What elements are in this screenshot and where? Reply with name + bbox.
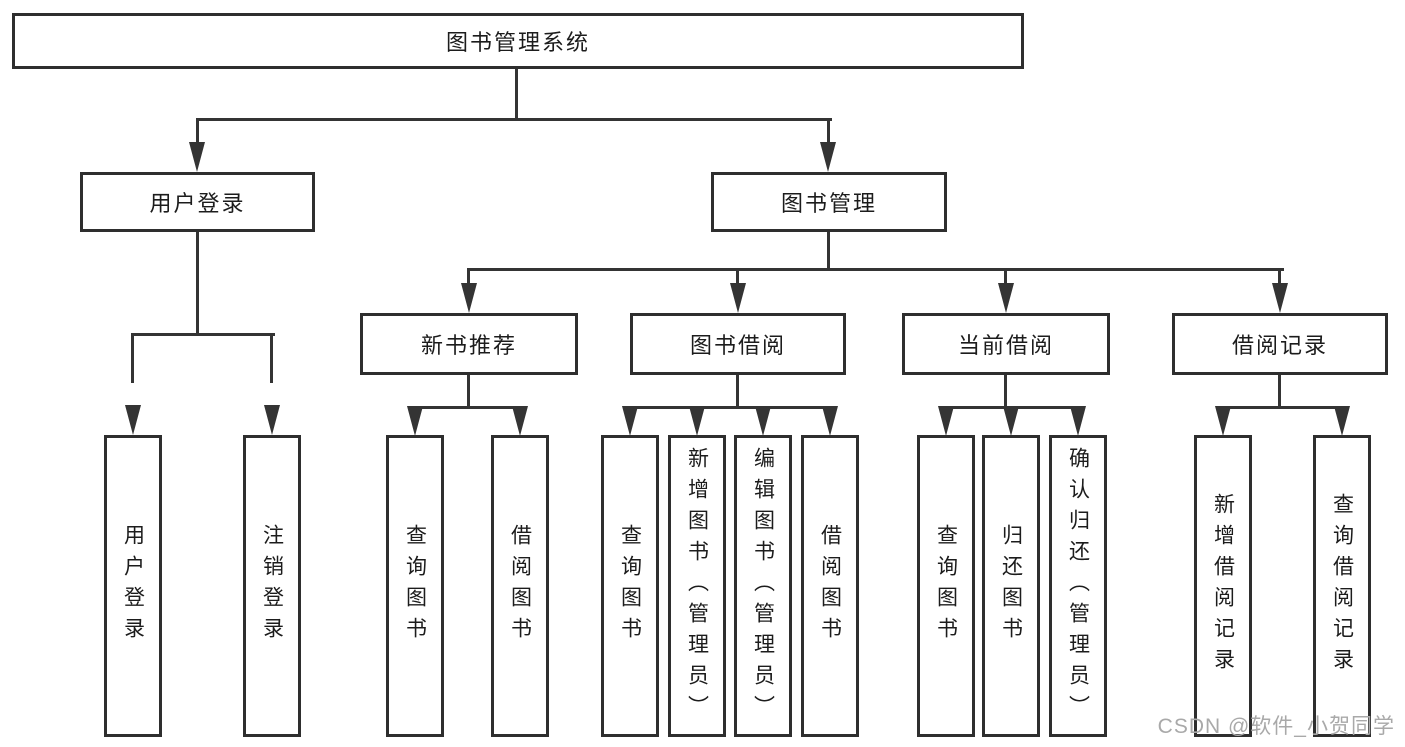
leaf-query-books-borrowing: 查询图书 [601,435,659,737]
node-label: 当前借阅 [957,333,1054,358]
leaf-label: 借阅图书 [508,524,532,648]
arrow-down-icon [1003,406,1019,436]
arrow-down-icon [755,406,771,436]
connector-line [196,118,832,121]
connector-line [1278,268,1281,286]
leaf-label: 编辑图书（管理员） [751,446,775,726]
connector-line [196,118,199,146]
leaf-add-book-admin: 新增图书（管理员） [668,435,726,737]
leaf-logout: 注销登录 [243,435,301,737]
leaf-edit-book-admin: 编辑图书（管理员） [734,435,792,737]
node-library-management-system: 图书管理系统 [12,13,1024,69]
leaf-label: 用户登录 [121,524,145,648]
connector-line [827,118,830,146]
arrow-down-icon [938,406,954,436]
arrow-down-icon [998,283,1014,313]
arrow-down-icon [1334,406,1350,436]
connector-line [467,268,1284,271]
leaf-query-books-recommend: 查询图书 [386,435,444,737]
leaf-label: 查询图书 [618,524,642,648]
node-label: 借阅记录 [1231,333,1328,358]
leaf-label: 借阅图书 [818,524,842,648]
connector-line [1221,406,1345,409]
connector-line [196,232,199,336]
node-book-management: 图书管理 [711,172,947,232]
connector-line [736,375,739,409]
arrow-down-icon [689,406,705,436]
leaf-borrow-books-recommend: 借阅图书 [491,435,549,737]
node-label: 图书管理系统 [445,30,590,55]
arrow-down-icon [189,142,205,172]
leaf-borrow-books-borrowing: 借阅图书 [801,435,859,737]
connector-line [270,333,273,383]
connector-line [467,268,470,286]
csdn-watermark: CSDN @软件_小贺同学 [1157,715,1395,738]
leaf-label: 查询图书 [403,524,427,648]
leaf-query-books-current: 查询图书 [917,435,975,737]
arrow-down-icon [461,283,477,313]
leaf-label: 确认归还（管理员） [1066,446,1090,726]
arrow-down-icon [512,406,528,436]
node-new-book-recommend: 新书推荐 [360,313,578,375]
connector-line [736,268,739,286]
node-label: 图书管理 [780,191,877,216]
connector-line [827,232,830,271]
connector-line [628,406,833,409]
node-borrowing-records: 借阅记录 [1172,313,1388,375]
arrow-down-icon [730,283,746,313]
leaf-label: 注销登录 [260,524,284,648]
leaf-label: 查询图书 [934,524,958,648]
connector-line [132,333,275,336]
arrow-down-icon [1070,406,1086,436]
leaf-return-books: 归还图书 [982,435,1040,737]
arrow-down-icon [820,142,836,172]
arrow-down-icon [407,406,423,436]
node-current-borrowing: 当前借阅 [902,313,1110,375]
arrow-down-icon [1272,283,1288,313]
leaf-confirm-return-admin: 确认归还（管理员） [1049,435,1107,737]
arrow-down-icon [1215,406,1231,436]
leaf-label: 归还图书 [999,524,1023,648]
arrow-down-icon [125,405,141,435]
connector-line [515,68,518,121]
connector-line [413,406,523,409]
arrow-down-icon [264,405,280,435]
arrow-down-icon [822,406,838,436]
node-label: 新书推荐 [420,333,517,358]
connector-line [1004,375,1007,409]
leaf-user-login: 用户登录 [104,435,162,737]
connector-line [1278,375,1281,409]
node-label: 图书借阅 [689,333,786,358]
node-user-login: 用户登录 [80,172,315,232]
node-book-borrowing: 图书借阅 [630,313,846,375]
connector-line [1004,268,1007,286]
leaf-add-borrow-record: 新增借阅记录 [1194,435,1252,737]
arrow-down-icon [622,406,638,436]
leaf-label: 新增借阅记录 [1211,493,1235,679]
leaf-label: 查询借阅记录 [1330,493,1354,679]
node-label: 用户登录 [149,191,246,216]
leaf-label: 新增图书（管理员） [685,446,709,726]
leaf-query-borrow-record: 查询借阅记录 [1313,435,1371,737]
connector-line [131,333,134,383]
connector-line [467,375,470,409]
